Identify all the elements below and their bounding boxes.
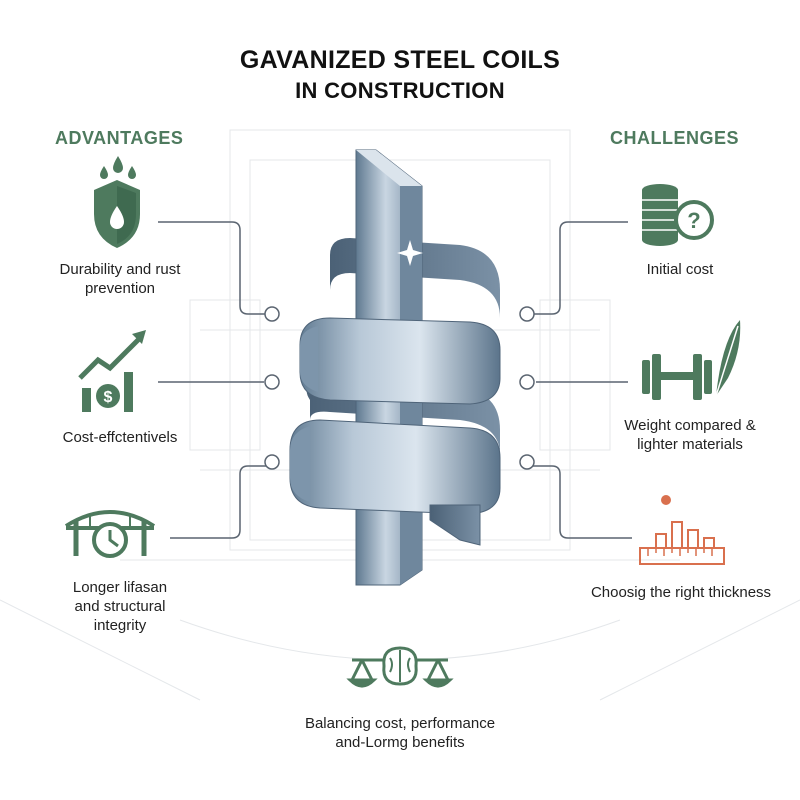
svg-text:?: ?	[687, 208, 700, 233]
challenge-weight-line-1: Weight compared &	[624, 417, 756, 434]
challenge-thickness-line-1: Choosig the right thickness	[590, 584, 772, 601]
challenge-thickness-label: Choosig the right thickness	[574, 583, 788, 602]
connector-initial-cost	[534, 221, 628, 315]
advantages-heading: ADVANTAGES	[55, 128, 184, 148]
advantage-lifespan-label: Longer lifasan and structural integrity	[40, 578, 200, 635]
connectors	[158, 221, 632, 539]
challenge-weight-line-2: lighter materials	[637, 436, 743, 453]
connector-lifespan	[170, 465, 272, 539]
connector-durability	[158, 221, 265, 315]
coins-question-icon: ?	[642, 184, 714, 246]
svg-text:$: $	[104, 389, 113, 406]
challenge-initial-cost-label: Initial cost	[600, 260, 760, 279]
advantage-durability-line-2: prevention	[84, 280, 156, 297]
bottom-balance-label: Balancing cost, performance and-Lormg be…	[250, 714, 550, 752]
advantage-durability-line-1: Durability and rust	[59, 261, 181, 278]
challenges-heading: CHALLENGES	[610, 128, 740, 148]
advantage-lifespan-line-2: and structural	[74, 598, 166, 615]
scales-brain-icon	[346, 646, 454, 688]
ruler-bars-icon	[639, 495, 725, 565]
connector-nodes	[264, 306, 535, 470]
advantage-cost-effectiveness-line-1: Cost-effctentivels	[62, 429, 178, 446]
dumbbell-feather-icon	[642, 320, 741, 400]
shield-water-drops-icon	[94, 156, 140, 248]
advantage-durability-label: Durability and rust prevention	[40, 260, 200, 298]
growth-chart-dollar-icon: $	[78, 330, 146, 412]
bridge-clock-icon	[64, 510, 156, 558]
challenge-weight-label: Weight compared & lighter materials	[598, 416, 782, 454]
bottom-balance-line-2: and-Lormg benefits	[335, 734, 465, 751]
advantage-lifespan-line-3: integrity	[93, 617, 147, 634]
steel-coil-illustration	[289, 149, 501, 586]
page-title-line-2: IN CONSTRUCTION	[295, 78, 505, 103]
page-title-line-1: GAVANIZED STEEL COILS	[239, 46, 561, 74]
advantage-cost-effectiveness-label: Cost-effctentivels	[30, 428, 210, 447]
challenge-initial-cost-line-1: Initial cost	[646, 261, 714, 278]
bottom-balance-line-1: Balancing cost, performance	[304, 715, 496, 732]
connector-thickness	[528, 465, 632, 539]
advantage-lifespan-line-1: Longer lifasan	[72, 579, 168, 596]
